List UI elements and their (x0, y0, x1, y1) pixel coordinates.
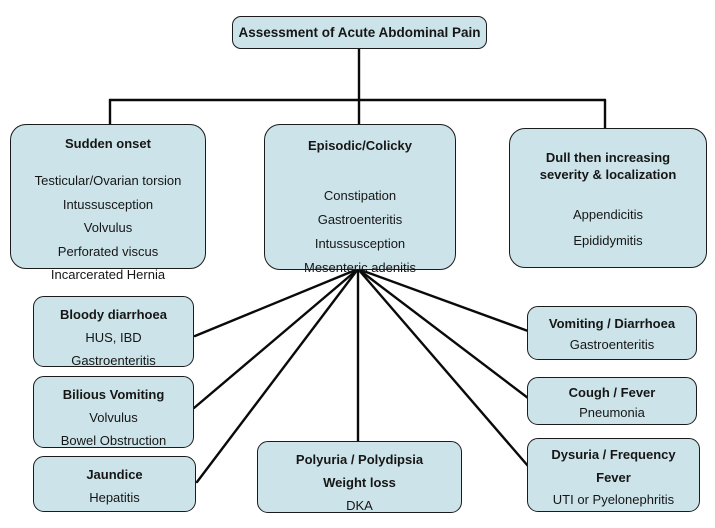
node-heading: Dysuria / Frequency (551, 447, 676, 462)
node-item: Volvulus (89, 410, 138, 425)
node-item: Gastroenteritis (569, 337, 655, 352)
node-dysuria-frequency: Dysuria / Frequency Fever UTI or Pyelone… (527, 438, 700, 512)
edge-fan-bilious (192, 267, 360, 410)
node-heading: Bilious Vomiting (62, 387, 165, 402)
node-item: Hepatitis (89, 490, 140, 505)
node-item: DKA (346, 498, 373, 513)
edge-fan-cough (356, 267, 530, 400)
node-cough-fever: Cough / Fever Pneumonia (527, 377, 697, 425)
node-heading: Vomiting / Diarrhoea (548, 316, 676, 331)
node-dull-increasing-severity: Dull then increasing severity & localiza… (509, 128, 707, 268)
node-item: Gastroenteritis (317, 212, 403, 227)
node-item: Intussusception (314, 236, 406, 251)
node-heading: Episodic/Colicky (307, 138, 413, 153)
node-vomiting-diarrhoea: Vomiting / Diarrhoea Gastroenteritis (527, 306, 697, 360)
node-heading: Bloody diarrhoea (60, 307, 167, 322)
node-jaundice: Jaundice Hepatitis (33, 456, 196, 512)
node-item: HUS, IBD (85, 330, 142, 345)
node-item: Appendicitis (572, 207, 644, 222)
node-bilious-vomiting: Bilious Vomiting Volvulus Bowel Obstruct… (33, 376, 194, 448)
node-heading: Cough / Fever (568, 385, 656, 400)
node-heading: Sudden onset (65, 136, 151, 151)
node-subheading: Fever (596, 469, 631, 485)
node-sudden-onset: Sudden onset Testicular/Ovarian torsion … (10, 124, 206, 282)
edge-fan-jaundice (195, 267, 360, 484)
node-item: Pneumonia (579, 405, 645, 420)
node-heading: Polyuria / Polydipsia (295, 452, 424, 467)
node-item: Volvulus (83, 220, 133, 235)
node-item: UTI or Pyelonephritis (552, 492, 675, 507)
node-episodic-colicky: Episodic/Colicky Constipation Gastroente… (264, 124, 456, 275)
edge-fan-bloody (193, 267, 360, 338)
node-item: Mesenteric adenitis (304, 260, 416, 275)
node-item: Bowel Obstruction (60, 433, 167, 448)
node-heading: Jaundice (86, 467, 143, 482)
root-title-label: Assessment of Acute Abdominal Pain (238, 25, 481, 40)
node-heading: Dull then increasing severity & localiza… (539, 150, 677, 182)
edge-fan-vomiting (356, 267, 530, 333)
node-item: Incarcerated Hernia (50, 267, 166, 282)
node-item: Intussusception (62, 196, 154, 212)
node-item: Gastroenteritis (71, 353, 156, 368)
node-subheading: Weight loss (323, 475, 396, 490)
node-item: Epididymitis (573, 233, 643, 248)
node-item: Constipation (323, 188, 397, 203)
node-bloody-diarrhoea: Bloody diarrhoea HUS, IBD Gastroenteriti… (33, 296, 194, 368)
node-item: Testicular/Ovarian torsion (34, 173, 182, 188)
node-item: Perforated viscus (57, 243, 159, 259)
node-root-title: Assessment of Acute Abdominal Pain (232, 16, 487, 49)
edge-fan-dysuria (356, 267, 530, 468)
node-polyuria-polydipsia: Polyuria / Polydipsia Weight loss DKA (257, 441, 462, 513)
